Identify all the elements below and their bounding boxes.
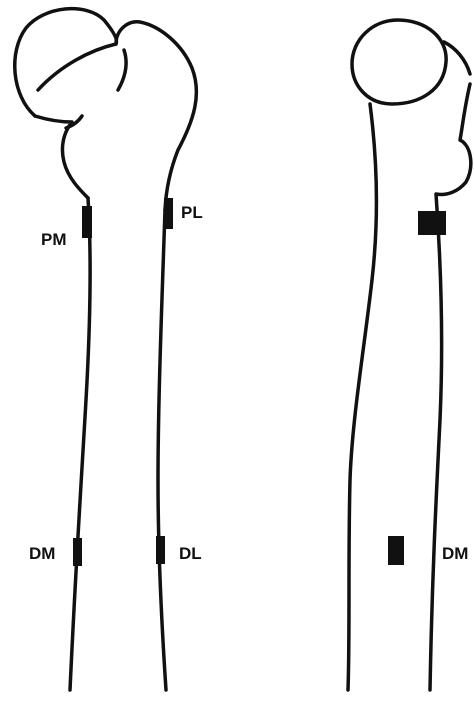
marker-dl xyxy=(156,536,165,564)
femoral-head-side xyxy=(352,20,446,104)
shaft-anterior-side xyxy=(430,84,471,690)
marker-side-distal xyxy=(388,536,404,565)
femur-front-view: PM PL DM DL xyxy=(15,9,203,690)
label-pl: PL xyxy=(181,203,203,222)
label-dl: DL xyxy=(179,544,202,563)
label-pm: PM xyxy=(41,230,67,249)
trochanter-fissure xyxy=(118,50,126,90)
marker-dm xyxy=(73,538,82,566)
marker-pm xyxy=(82,206,92,238)
shaft-medial-front xyxy=(70,198,90,690)
label-side-dm: DM xyxy=(442,544,468,563)
marker-side-proximal xyxy=(418,211,446,235)
femur-side-view: DM xyxy=(348,20,471,690)
marker-pl xyxy=(164,198,173,229)
shaft-lateral-front xyxy=(158,210,166,690)
greater-trochanter-front xyxy=(116,22,196,210)
label-dm: DM xyxy=(29,544,55,563)
shaft-posterior-side xyxy=(348,104,376,690)
head-side-extension xyxy=(444,42,470,74)
femoral-head-front xyxy=(15,9,117,116)
femoral-neck-front xyxy=(35,116,88,198)
